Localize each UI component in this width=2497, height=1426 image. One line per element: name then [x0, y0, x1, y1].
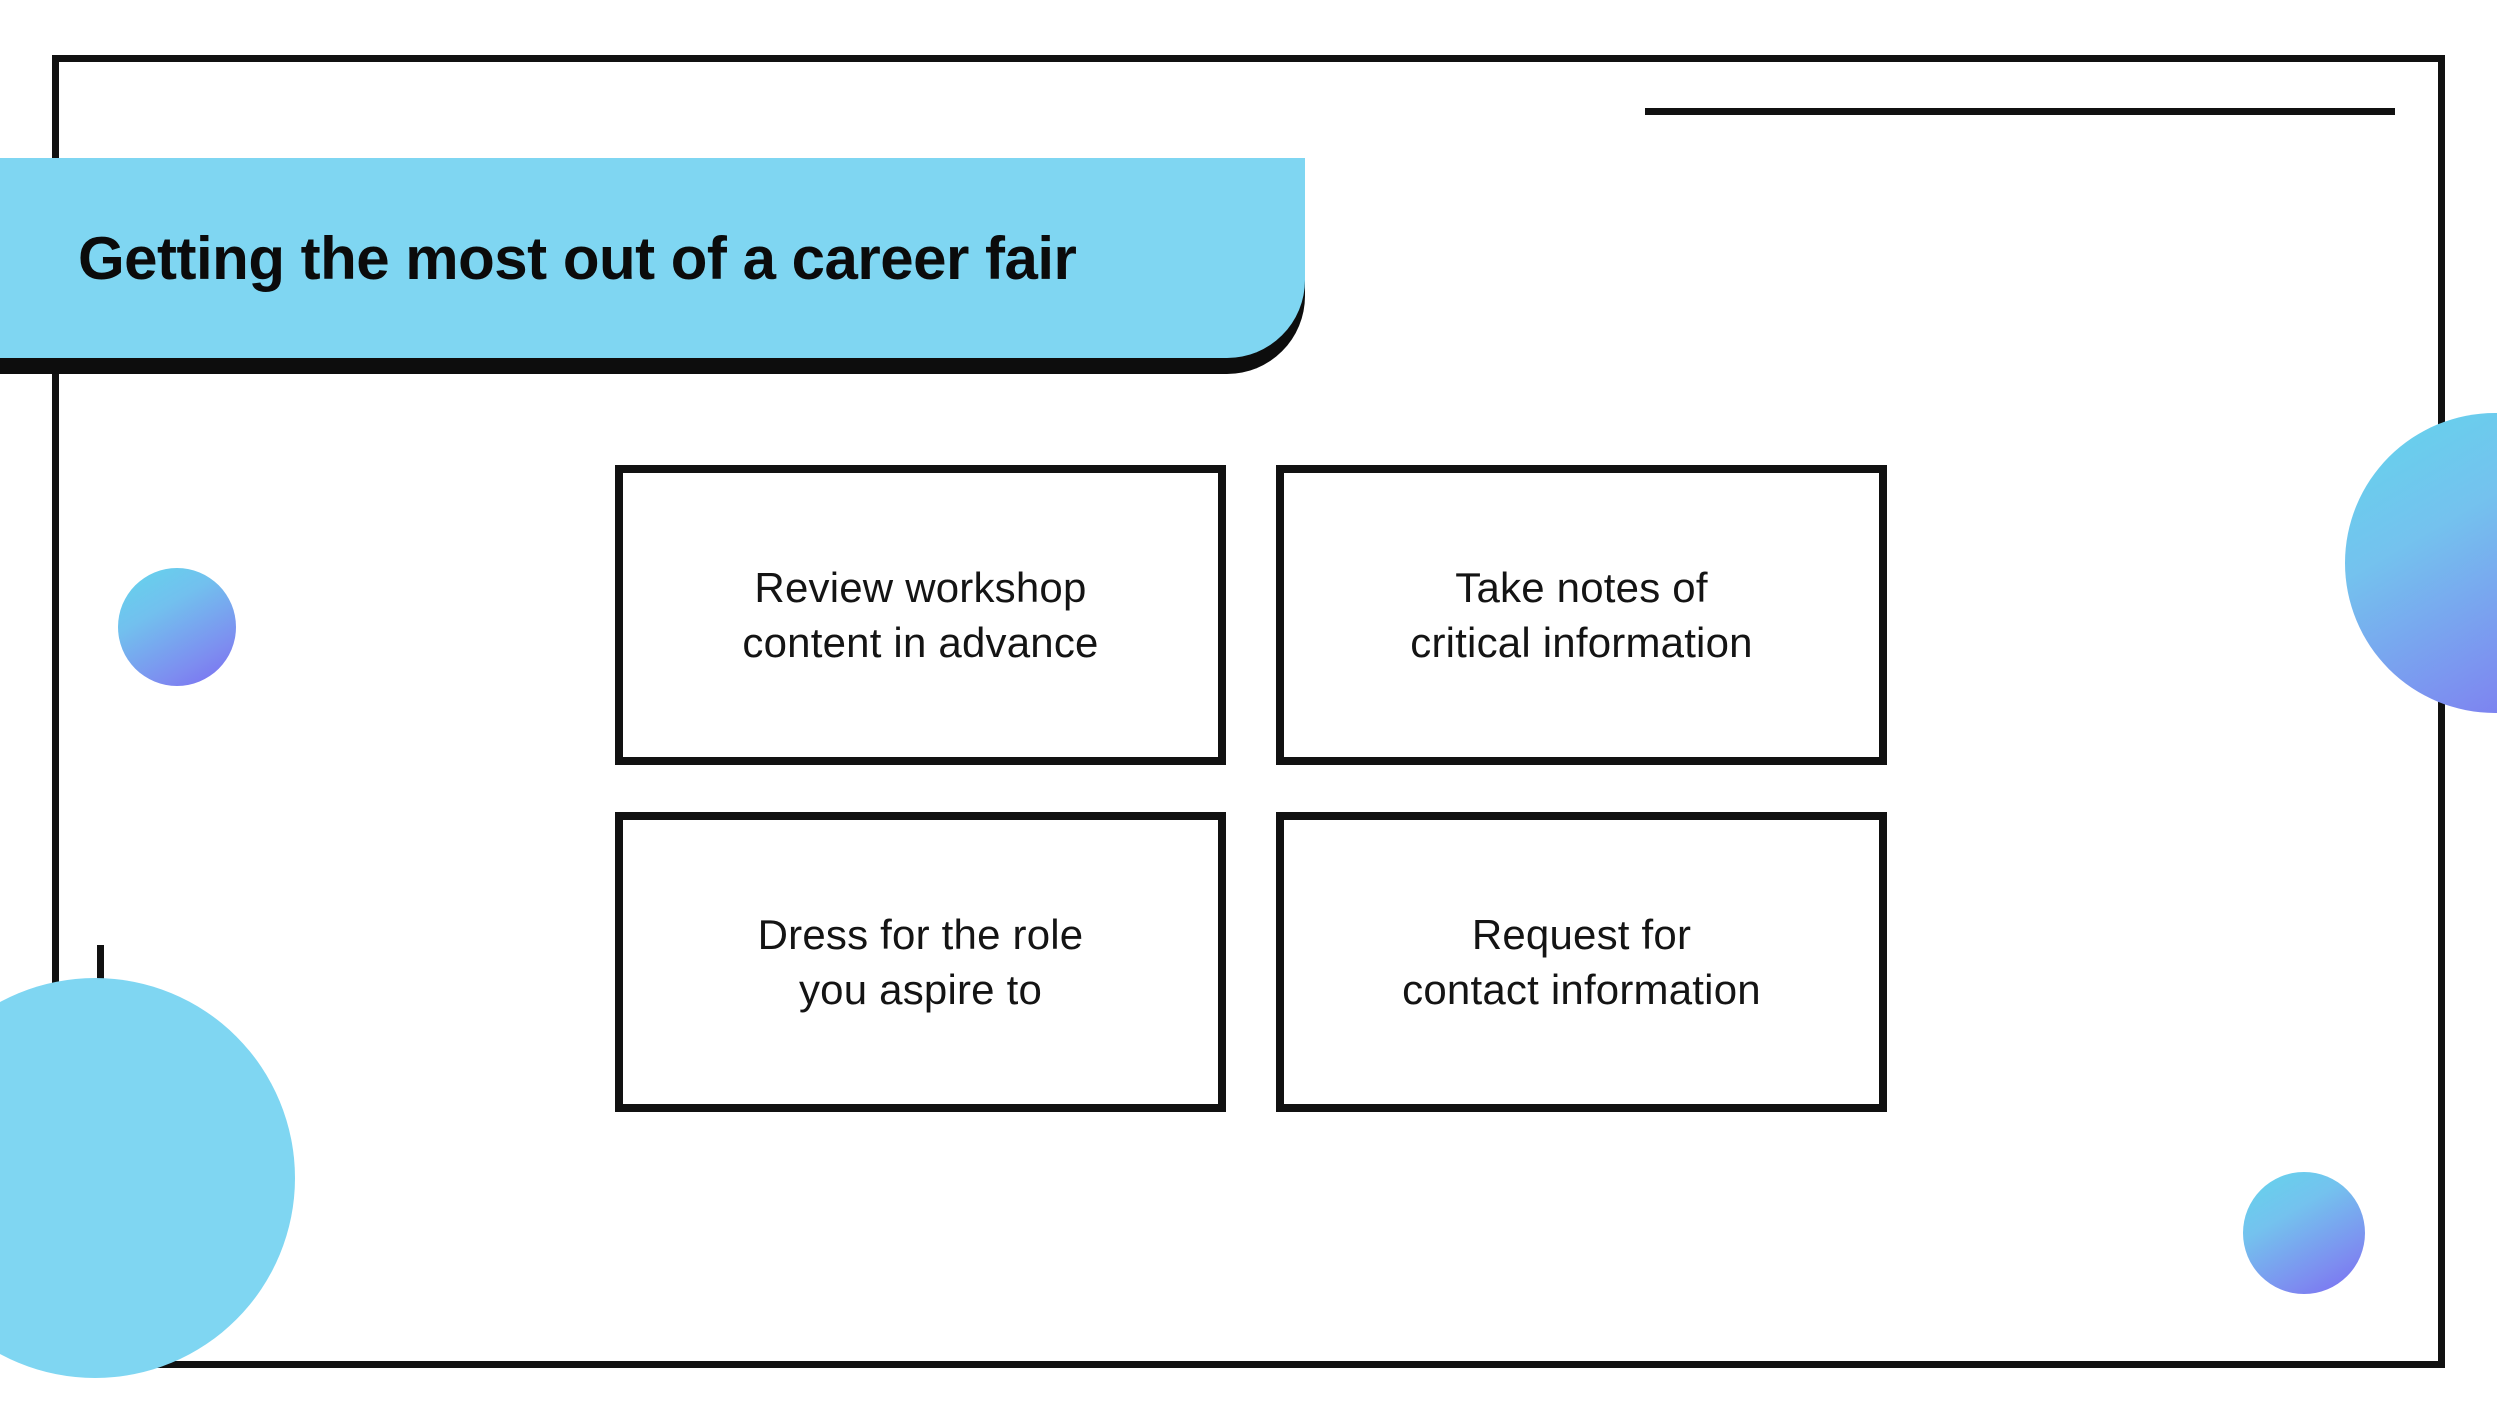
decorative-circle-small-bottom-right	[2243, 1172, 2365, 1294]
tip-box-2-label: Take notes of critical information	[1410, 563, 1753, 666]
tip-box-3-label: Dress for the role you aspire to	[757, 910, 1084, 1013]
decorative-circle-small-left	[118, 568, 236, 686]
tip-box-3[interactable]: Dress for the role you aspire to	[615, 812, 1226, 1112]
slide-frame-border	[52, 55, 2445, 1368]
tip-box-1[interactable]: Review workshop content in advance	[615, 465, 1226, 765]
title-banner-surface: Getting the most out of a career fair	[0, 158, 1305, 358]
tip-box-2[interactable]: Take notes of critical information	[1276, 465, 1887, 765]
top-accent-rule	[1645, 108, 2395, 115]
tip-box-4-label: Request for contact information	[1402, 910, 1761, 1013]
slide-title: Getting the most out of a career fair	[78, 224, 1077, 292]
tips-grid: Review workshop content in advance Take …	[615, 465, 1887, 1120]
tip-box-1-label: Review workshop content in advance	[742, 563, 1099, 666]
title-banner: Getting the most out of a career fair	[0, 158, 1310, 374]
tip-box-4[interactable]: Request for contact information	[1276, 812, 1887, 1112]
